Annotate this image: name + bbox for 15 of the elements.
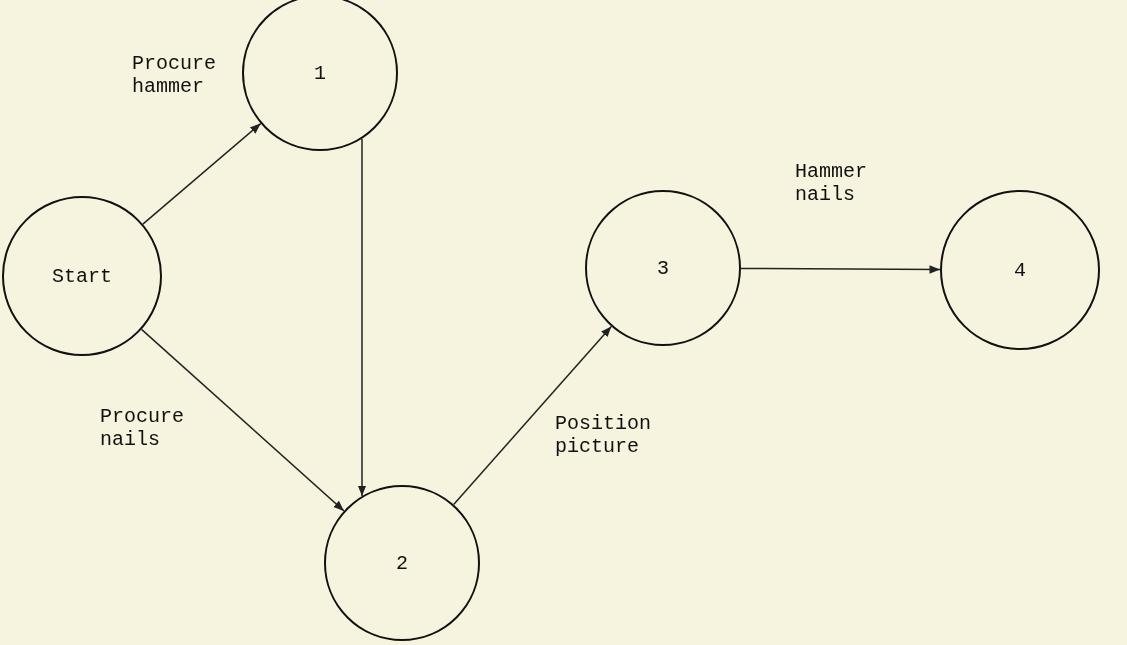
event-circle bbox=[324, 485, 480, 641]
node-label: 1 bbox=[314, 61, 326, 85]
event-circle bbox=[585, 190, 741, 346]
arrow bbox=[142, 122, 262, 225]
event-circle bbox=[2, 196, 162, 356]
node-label: Start bbox=[52, 264, 112, 288]
arrow bbox=[357, 138, 367, 497]
event-circle bbox=[242, 0, 398, 151]
arrow bbox=[740, 265, 941, 274]
node-label: 2 bbox=[396, 551, 408, 575]
arrow bbox=[140, 328, 345, 512]
node-label: 4 bbox=[1014, 258, 1026, 282]
node-label: 3 bbox=[657, 256, 669, 280]
event-circle bbox=[940, 190, 1100, 350]
arrow bbox=[452, 325, 613, 506]
